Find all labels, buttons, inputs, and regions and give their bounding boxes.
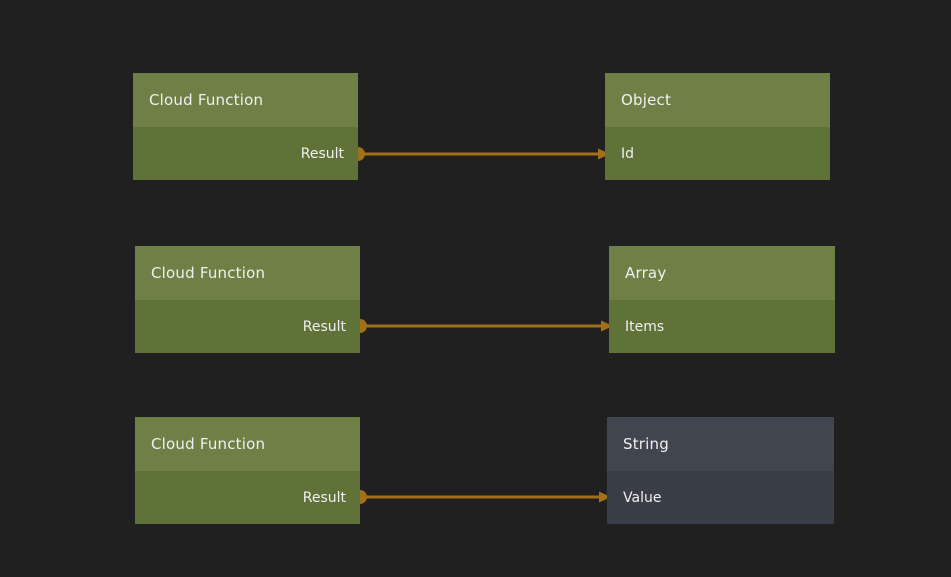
port-items[interactable]: Items bbox=[609, 300, 835, 353]
node-title: Object bbox=[621, 91, 672, 109]
node-title: Cloud Function bbox=[149, 91, 264, 109]
node-body: Result bbox=[133, 127, 358, 180]
node-header: Array bbox=[609, 246, 835, 300]
connection-result-to-value[interactable] bbox=[353, 490, 611, 504]
node-header: String bbox=[607, 417, 834, 471]
node-title: String bbox=[623, 435, 669, 453]
node-body: Result bbox=[135, 471, 360, 524]
node-body: Result bbox=[135, 300, 360, 353]
node-string[interactable]: String Value bbox=[607, 417, 834, 524]
node-array[interactable]: Array Items bbox=[609, 246, 835, 353]
port-label: Value bbox=[623, 489, 662, 506]
connection-result-to-id[interactable] bbox=[351, 147, 610, 161]
port-label: Result bbox=[302, 489, 346, 506]
port-value[interactable]: Value bbox=[607, 471, 834, 524]
port-id[interactable]: Id bbox=[605, 127, 830, 180]
node-cloud-function-3[interactable]: Cloud Function Result bbox=[135, 417, 360, 524]
connection-arrowhead-icon bbox=[598, 148, 610, 160]
connection-result-to-items[interactable] bbox=[353, 319, 613, 333]
node-cloud-function-1[interactable]: Cloud Function Result bbox=[133, 73, 358, 180]
port-label: Items bbox=[625, 318, 665, 335]
node-header: Cloud Function bbox=[133, 73, 358, 127]
connection-arrowhead-icon bbox=[599, 491, 611, 503]
node-header: Cloud Function bbox=[135, 246, 360, 300]
port-result[interactable]: Result bbox=[135, 471, 360, 524]
node-object[interactable]: Object Id bbox=[605, 73, 830, 180]
node-cloud-function-2[interactable]: Cloud Function Result bbox=[135, 246, 360, 353]
node-body: Value bbox=[607, 471, 834, 524]
node-header: Object bbox=[605, 73, 830, 127]
connection-arrowhead-icon bbox=[601, 320, 613, 332]
port-label: Result bbox=[302, 318, 346, 335]
port-label: Result bbox=[300, 145, 344, 162]
node-title: Cloud Function bbox=[151, 264, 266, 282]
port-result[interactable]: Result bbox=[133, 127, 358, 180]
node-body: Items bbox=[609, 300, 835, 353]
node-body: Id bbox=[605, 127, 830, 180]
node-title: Array bbox=[625, 264, 667, 282]
port-result[interactable]: Result bbox=[135, 300, 360, 353]
node-header: Cloud Function bbox=[135, 417, 360, 471]
port-label: Id bbox=[621, 145, 635, 162]
node-title: Cloud Function bbox=[151, 435, 266, 453]
